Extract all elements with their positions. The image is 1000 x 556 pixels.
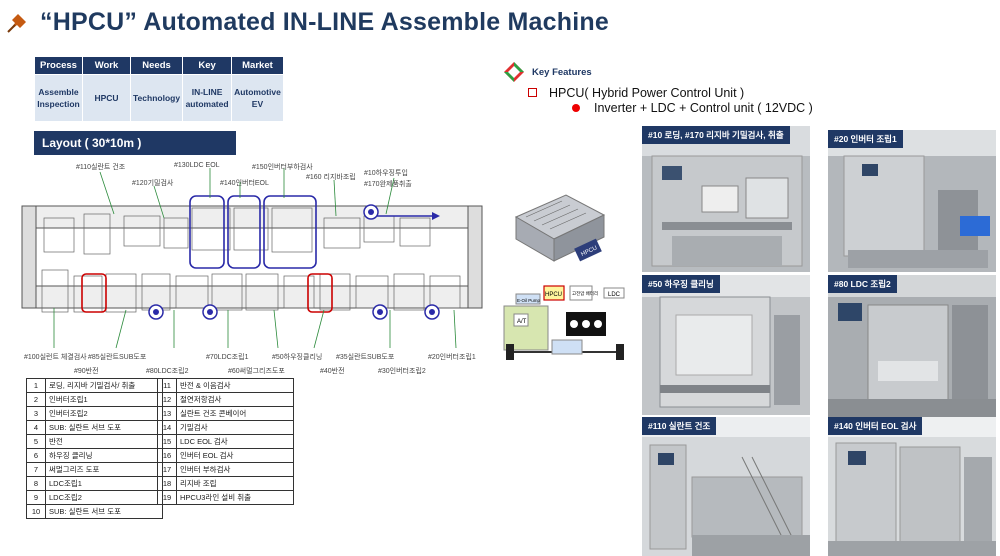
label-40: #40반전 — [320, 368, 345, 375]
val-key: IN-LINE automated — [182, 74, 233, 122]
val-market: Automotive EV — [231, 74, 284, 122]
photo-housing-cleaning: #50 하우징 클리닝 — [642, 275, 810, 415]
col-work: Work — [82, 56, 131, 75]
vehicle-schematic: HPCU LDC E-Oil Pump A/T 고전압 배터리 — [500, 278, 630, 368]
layout-diagram: #110실란트 건조 #130LDC EOL #150인버터부하검사 #10하우… — [14, 158, 492, 376]
schematic-ldc-label: LDC — [608, 292, 621, 298]
square-bullet-icon — [528, 88, 537, 97]
label-60: #60써멀그리즈도포 — [228, 368, 285, 375]
label-130: #130LDC EOL — [174, 162, 220, 169]
col-process: Process — [34, 56, 83, 75]
label-150: #150인버터부하검사 — [252, 164, 313, 171]
photo-caption: #80 LDC 조립2 — [828, 275, 897, 293]
photo-loading-station: #10 로딩, #170 리지바 기밀검사, 취출 — [642, 126, 810, 272]
photo-caption: #110 실란트 건조 — [642, 417, 717, 435]
page-title: “HPCU” Automated IN-LINE Assemble Machin… — [40, 8, 609, 36]
label-90: #90반전 — [74, 368, 99, 375]
label-10: #10하우징투입 — [364, 170, 408, 177]
label-110: #110실란트 건조 — [76, 164, 126, 171]
schematic-at-label: A/T — [517, 319, 527, 325]
layout-heading: Layout ( 30*10m ) — [34, 131, 236, 155]
summary-table: Process Work Needs Key Market Assemble I… — [34, 56, 284, 122]
val-process: Assemble Inspection — [34, 74, 83, 122]
dot-bullet-icon — [572, 104, 580, 112]
label-30: #30인버터조립2 — [378, 368, 426, 375]
photo-inverter-eol: #140 인버터 EOL 검사 — [828, 417, 996, 556]
label-50: #50하우징클리닝 — [272, 354, 323, 361]
label-80: #80LDC조립2 — [146, 368, 189, 375]
label-170: #170완제품취출 — [364, 181, 412, 188]
schematic-eoil-label: E-Oil Pump — [517, 298, 541, 303]
val-work: HPCU — [82, 74, 131, 122]
photo-caption: #20 인버터 조립1 — [828, 130, 903, 148]
label-35: #35실란트SUB도포 — [336, 354, 395, 361]
pushpin-icon — [7, 14, 26, 33]
schematic-battery-label: 고전압 배터리 — [572, 290, 598, 297]
photo-sealant-drying: #110 실란트 건조 — [642, 417, 810, 556]
photo-inverter-assembly-1: #20 인버터 조립1 — [828, 130, 996, 272]
col-needs: Needs — [129, 56, 184, 75]
col-key: Key — [182, 56, 233, 75]
photo-caption: #50 하우징 클리닝 — [642, 275, 720, 293]
hpcu-unit-image: HPCU — [506, 187, 610, 269]
photo-caption: #10 로딩, #170 리지바 기밀검사, 취출 — [642, 126, 790, 144]
label-70: #70LDC조립1 — [206, 354, 249, 361]
key-features-label: Key Features — [532, 67, 592, 78]
val-needs: Technology — [129, 74, 184, 122]
photo-ldc-assembly-2: #80 LDC 조립2 — [828, 275, 996, 417]
label-120: #120기밀검사 — [132, 180, 174, 187]
col-market: Market — [231, 56, 284, 75]
schematic-hpcu-label: HPCU — [545, 292, 562, 298]
label-100: #100실런트 체결검사 — [24, 354, 87, 361]
photo-caption: #140 인버터 EOL 검사 — [828, 417, 923, 435]
label-140: #140인버터EOL — [220, 180, 269, 187]
label-20: #20인버터조립1 — [428, 354, 476, 361]
feature-line-2: Inverter + LDC + Control unit ( 12VDC ) — [572, 101, 813, 115]
feature-line-1: HPCU( Hybrid Power Control Unit ) — [528, 86, 744, 100]
label-160: #160 리지바조립 — [306, 174, 356, 181]
key-features-icon — [504, 62, 524, 82]
line-layout-drawing — [21, 168, 483, 349]
label-85: #85실란트SUB도포 — [88, 354, 147, 361]
